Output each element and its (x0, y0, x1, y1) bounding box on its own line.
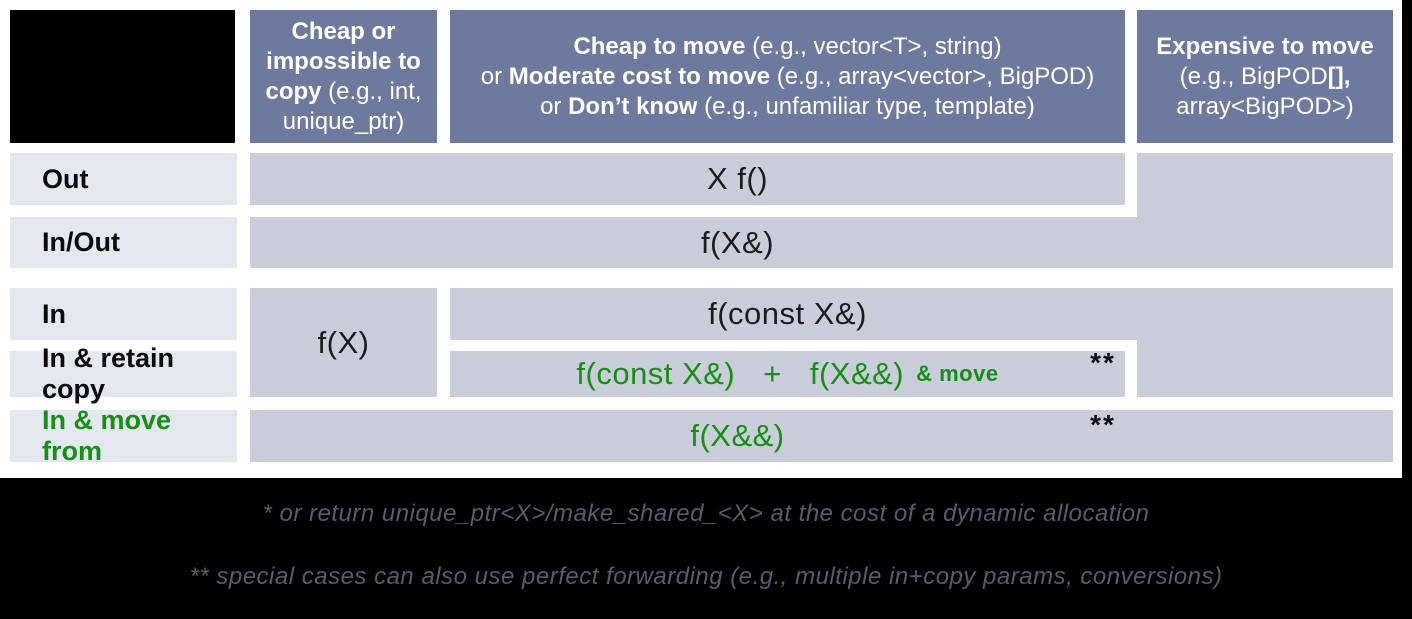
column-header-expensive-move: Expensive to move (e.g., BigPOD[], array… (1137, 10, 1393, 143)
row-label-out: Out (10, 153, 237, 205)
retain-rref-text: f(X&&) (809, 356, 905, 391)
cell-text-in-by-value: f(X) (317, 324, 370, 360)
column-header-line3: or Don’t know (e.g., unfamiliar type, te… (540, 92, 1035, 120)
column-header-cheap-copy: Cheap or impossible to copy (e.g., int, … (250, 10, 437, 143)
double-star-marker-move-from: ** (1090, 409, 1116, 440)
row-label-in: In (10, 288, 237, 340)
row-label-in-out: In/Out (10, 217, 237, 268)
cell-region-retain-copy (450, 351, 1125, 397)
column-header-line1: Cheap to move (e.g., vector<T>, string) (573, 32, 1002, 60)
cell-region-cref-right-block (1137, 340, 1393, 397)
cell-text-move-from: f(X&&) (690, 418, 785, 453)
column-header-expensive-line1: Expensive to move (1156, 32, 1374, 60)
cell-text-in-cref: f(const X&) (708, 296, 867, 331)
column-header-cheap-to-move: Cheap to move (e.g., vector<T>, string) … (450, 10, 1125, 143)
cell-text-inout-ref: f(X&) (700, 224, 775, 260)
corner-header-block (10, 10, 235, 143)
footnote-double-star: ** special cases can also use perfect fo… (189, 563, 1223, 590)
row-label-in-retain-copy: In & retain copy (10, 343, 237, 404)
column-header-cheap-copy-text: Cheap or impossible to copy (e.g., int, … (265, 17, 422, 135)
cell-region-in-by-value (250, 288, 437, 397)
retain-cref-text: f(const X&) (576, 356, 736, 391)
cell-region-out-return (250, 153, 1125, 205)
cell-region-inout-row (250, 217, 1393, 268)
retain-and-move-text: & move (916, 361, 999, 386)
cell-text-out-return: X f() (706, 161, 769, 196)
footnote-star: * or return unique_ptr<X>/make_shared_<X… (262, 500, 1150, 527)
cell-region-in-cref-row (450, 288, 1393, 340)
double-star-marker-retain: ** (1090, 347, 1116, 378)
retain-plus-sign: + (763, 356, 782, 391)
cell-text-retain-copy: f(const X&) + f(X&&) & move (450, 351, 1125, 397)
column-header-expensive-line2: (e.g., BigPOD[], array<BigPOD>) (1176, 62, 1354, 120)
column-header-line2: or Moderate cost to move (e.g., array<ve… (480, 62, 1095, 90)
row-label-in-move-from: In & move from (10, 405, 237, 466)
cell-region-move-from-row (250, 410, 1393, 462)
